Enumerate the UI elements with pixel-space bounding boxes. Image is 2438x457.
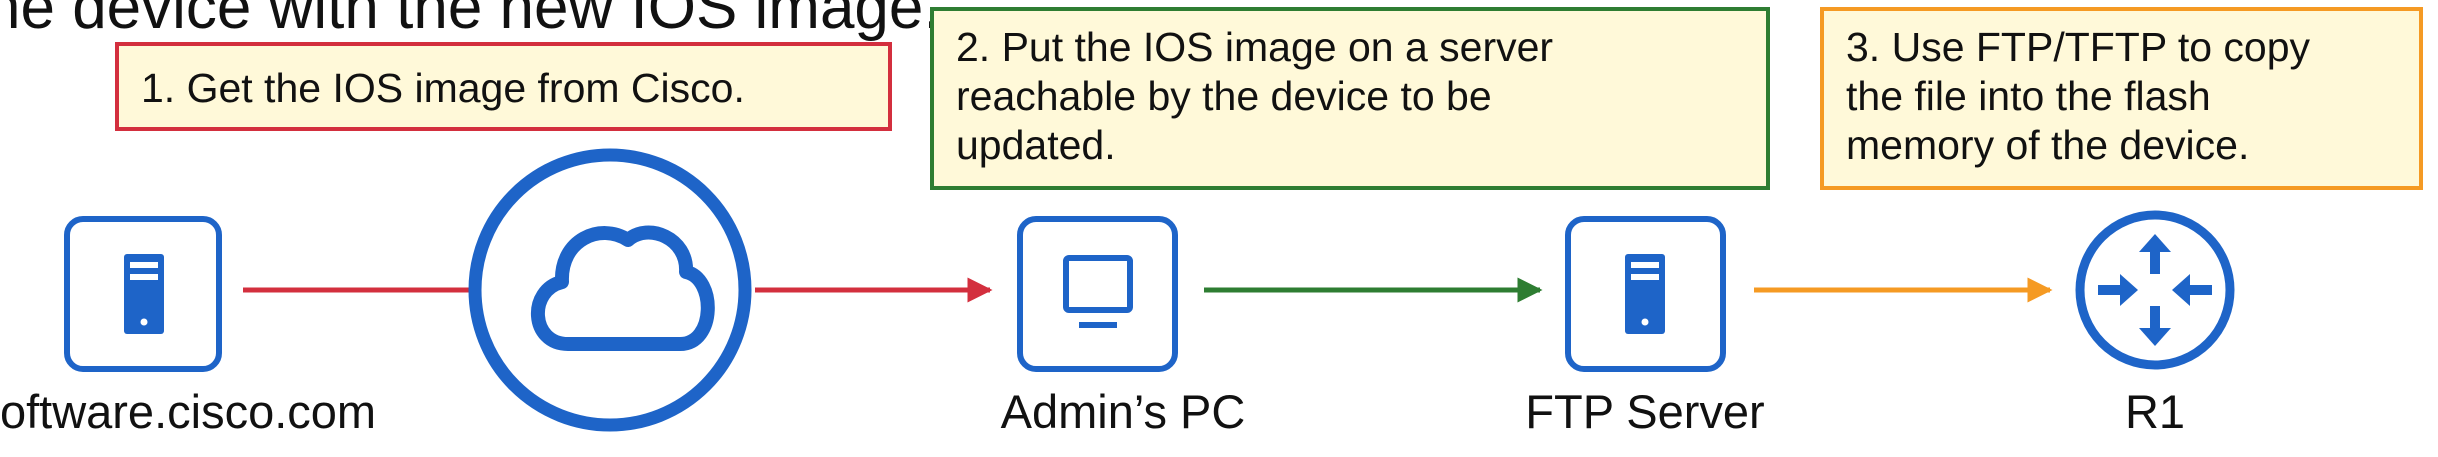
server-icon xyxy=(124,254,164,334)
cloud-icon xyxy=(531,225,715,351)
desktop-icon xyxy=(1063,255,1133,328)
server-icon xyxy=(1625,254,1665,334)
step-2-callout: 2. Put the IOS image on a server reachab… xyxy=(930,7,1770,190)
internet-node xyxy=(468,148,752,432)
admin-pc-node xyxy=(1017,216,1178,372)
step-3-callout: 3. Use FTP/TFTP to copy the file into th… xyxy=(1820,7,2423,190)
ftp-server-node xyxy=(1565,216,1726,372)
step-1-callout: 1. Get the IOS image from Cisco. xyxy=(115,42,892,131)
ftp-server-label: FTP Server xyxy=(1525,385,1765,438)
cisco-server-label: oftware.cisco.com xyxy=(0,385,377,438)
admin-pc-label: Admin’s PC xyxy=(1000,385,1246,438)
router-label: R1 xyxy=(2124,385,2186,438)
cisco-server-node xyxy=(64,216,222,372)
router-icon xyxy=(2098,234,2212,346)
router-node xyxy=(2075,210,2235,370)
page-heading: he device with the new IOS image. xyxy=(0,0,941,42)
